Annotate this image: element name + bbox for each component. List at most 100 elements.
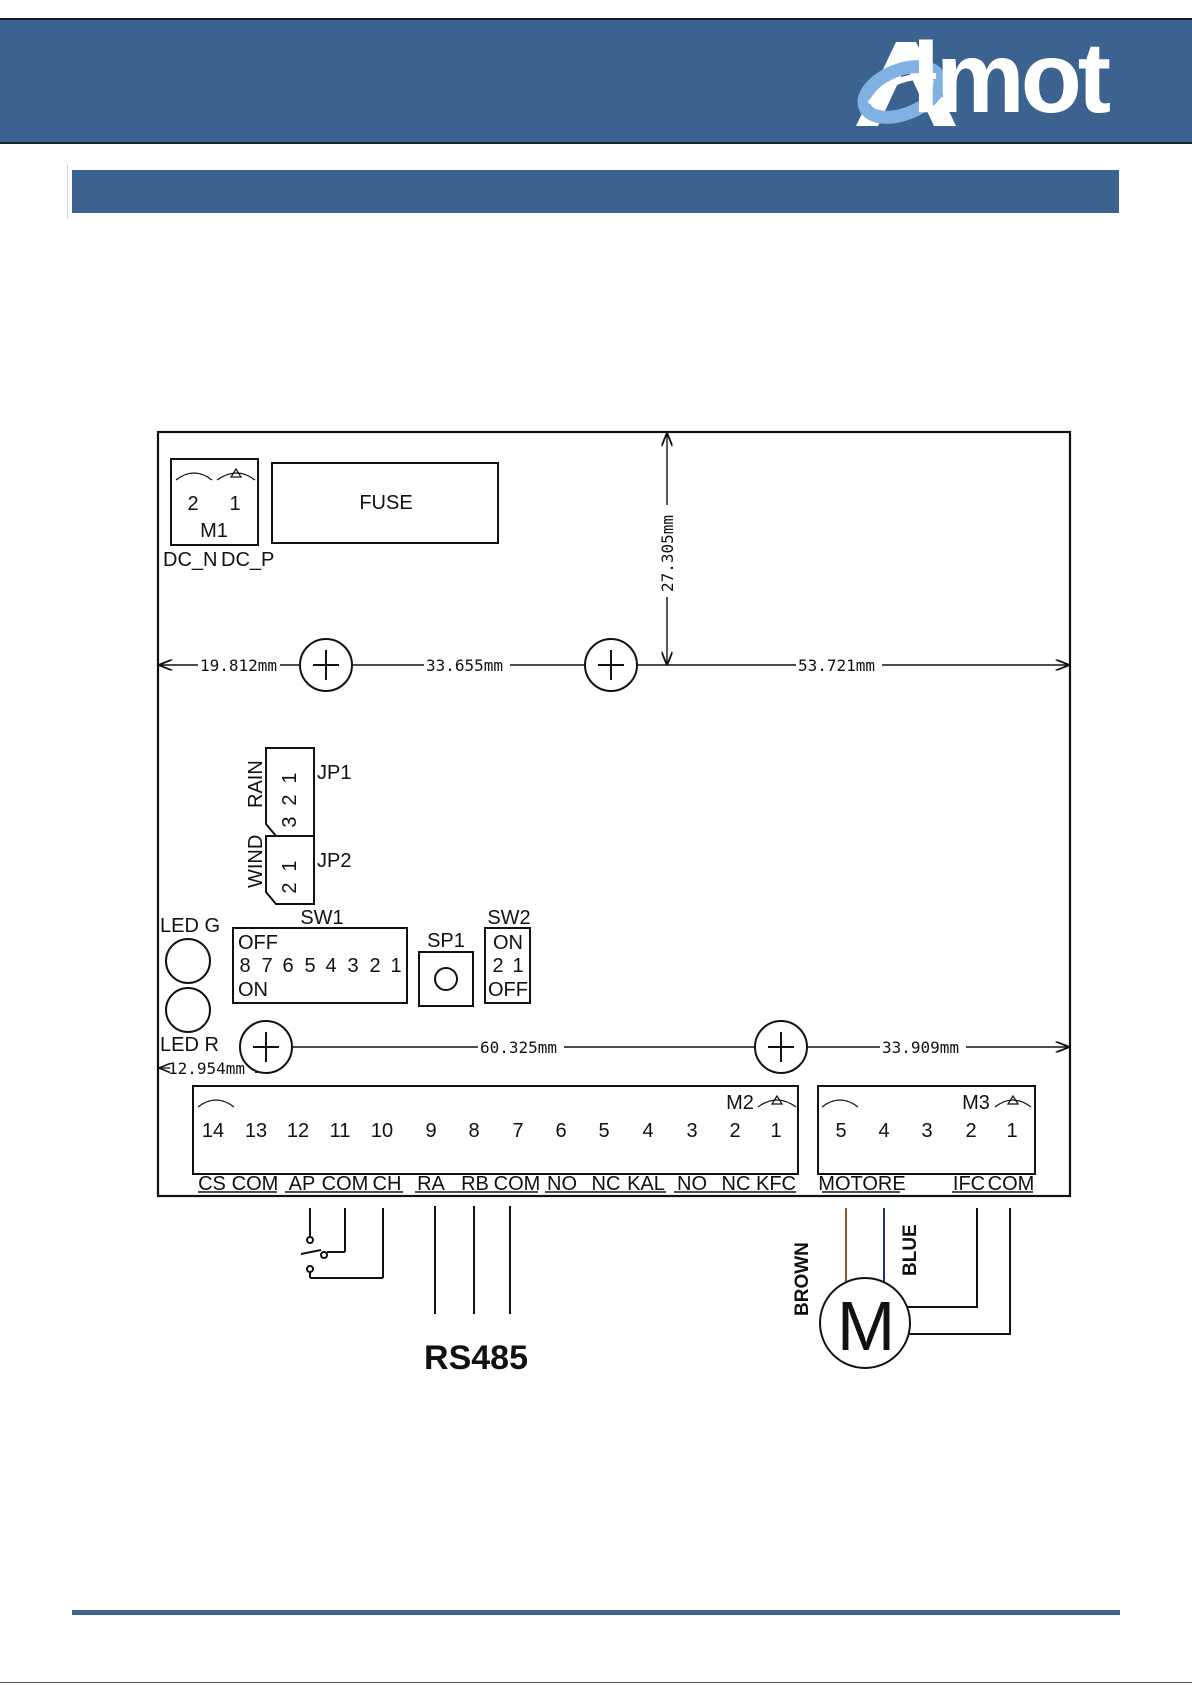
m2-terminal-8: 8 (468, 1120, 479, 1142)
m3-terminal-4: 4 (878, 1120, 889, 1142)
m2-signal-nc-a: NC (592, 1173, 621, 1195)
logo-wordmark: lmot (912, 22, 1111, 134)
m2-signal-kal: KAL (627, 1173, 665, 1195)
m2-terminal-block: M2 14 13 12 11 10 9 8 7 6 5 4 3 2 1 CS C… (192, 1085, 799, 1195)
led-green (165, 938, 211, 984)
mount-hole-3 (239, 1020, 293, 1074)
mount-hole-4 (754, 1020, 808, 1074)
m1-connector: 2 1 M1 DC_N DC_P (163, 458, 274, 571)
m2-terminal-5: 5 (598, 1120, 609, 1142)
sw1-pos-3: 3 (347, 955, 358, 977)
jp1-side-label: RAIN (245, 760, 267, 808)
sw1-label: SW1 (300, 907, 343, 929)
m2-terminal-10: 10 (371, 1120, 393, 1142)
sw1-off: OFF (238, 932, 278, 954)
m2-terminal-13: 13 (245, 1120, 267, 1142)
page-bottom-line (0, 1682, 1192, 1683)
sw1-pos-4: 4 (325, 955, 336, 977)
almot-logo: lmot (850, 28, 1162, 130)
sw2-label: SW2 (487, 907, 530, 929)
sw2-dip-switch: SW2 ON 2 1 OFF (484, 907, 531, 1004)
section-title-bar (72, 170, 1119, 213)
dim-33-909: 33.909mm (882, 1038, 959, 1057)
jp1-pin-1: 1 (279, 772, 301, 783)
led-red-label: LED R (160, 1034, 219, 1056)
footer-rule (72, 1610, 1120, 1615)
sw1-pos-6: 6 (282, 955, 293, 977)
sw2-off: OFF (488, 979, 528, 1001)
m3-terminal-block: M3 5 4 3 2 1 MOTORE IFC COM (817, 1085, 1036, 1195)
m2-signal-com-c: COM (494, 1173, 541, 1195)
m1-pin-1: 1 (229, 493, 240, 515)
m2-terminal-7: 7 (512, 1120, 523, 1142)
sw1-pos-1: 1 (390, 955, 401, 977)
dim-60-325: 60.325mm (480, 1038, 557, 1057)
m2-signal-cs: CS (198, 1173, 226, 1195)
jp1-jumper: 1 2 3 RAIN JP1 (245, 747, 351, 837)
mount-hole-2 (584, 638, 638, 692)
rs485-label: RS485 (424, 1339, 528, 1377)
m3-terminal-3: 3 (921, 1120, 932, 1142)
dim-12-954: 12.954mm (168, 1059, 245, 1078)
m2-terminal-6: 6 (555, 1120, 566, 1142)
m2-terminal-12: 12 (287, 1120, 309, 1142)
sw1-pos-5: 5 (304, 955, 315, 977)
m2-signal-kfc: KFC (756, 1173, 796, 1195)
rs485-wires (434, 1206, 511, 1314)
m2-terminal-9: 9 (425, 1120, 436, 1142)
jp1-pin-3: 3 (279, 816, 301, 827)
m2-signal-rb: RB (461, 1173, 489, 1195)
m3-label: M3 (962, 1092, 990, 1114)
m1-label: M1 (200, 520, 228, 542)
m3-signal-ifc: IFC (953, 1173, 985, 1195)
m3-terminal-2: 2 (965, 1120, 976, 1142)
logo-mark-icon (856, 42, 956, 126)
sw2-pos-1: 1 (512, 955, 523, 977)
sp1-push-button: SP1 (418, 930, 474, 1007)
m2-terminal-11: 11 (330, 1120, 351, 1142)
m2-signal-ch: CH (373, 1173, 402, 1195)
dim-19-812: 19.812mm (200, 656, 277, 675)
m2-terminal-4: 4 (642, 1120, 653, 1142)
m3-terminal-1: 1 (1006, 1120, 1017, 1142)
m2-signal-nc-b: NC (722, 1173, 751, 1195)
push-button-wiring (300, 1208, 384, 1279)
motor-wiring (845, 1208, 1011, 1335)
m2-signal-ra: RA (417, 1173, 445, 1195)
m2-signal-no-b: NO (677, 1173, 707, 1195)
dim-53-721: 53.721mm (798, 656, 875, 675)
led-green-label: LED G (160, 915, 220, 937)
dim-27-305: 27.305mm (658, 515, 677, 592)
m1-pin-2: 2 (187, 493, 198, 515)
sw1-pos-2: 2 (369, 955, 380, 977)
sw1-pos-7: 7 (261, 955, 272, 977)
section-edge-line (67, 164, 68, 219)
m3-group-motore: MOTORE (818, 1173, 905, 1195)
jp2-side-label: WIND (245, 835, 267, 888)
motor-symbol: M (837, 1287, 895, 1365)
sw1-dip-switch: SW1 OFF 8 7 6 5 4 3 2 1 ON (232, 907, 408, 1004)
m2-signal-ap: AP (289, 1173, 316, 1195)
jp2-pin-2: 2 (279, 882, 301, 893)
m2-signal-com-b: COM (322, 1173, 369, 1195)
m2-terminal-2: 2 (729, 1120, 740, 1142)
fuse-label: FUSE (359, 492, 412, 514)
m2-signal-no-a: NO (547, 1173, 577, 1195)
m3-signal-com: COM (988, 1173, 1035, 1195)
motor-circle (819, 1277, 911, 1369)
fuse-box (271, 462, 499, 544)
page-header (0, 20, 1192, 144)
wire-blue-label: BLUE (900, 1224, 921, 1276)
sp1-label: SP1 (427, 930, 465, 952)
m2-label: M2 (726, 1092, 754, 1114)
wire-brown-label: BROWN (792, 1242, 813, 1316)
m2-signal-com-a: COM (232, 1173, 279, 1195)
jp1-pin-2: 2 (279, 794, 301, 805)
m3-terminal-5: 5 (835, 1120, 846, 1142)
sw1-on: ON (238, 979, 268, 1001)
m1-signal-dc-n: DC_N (163, 549, 217, 571)
sw1-pos-8: 8 (239, 955, 250, 977)
jp1-label: JP1 (317, 762, 351, 784)
m2-terminal-14: 14 (202, 1120, 224, 1142)
